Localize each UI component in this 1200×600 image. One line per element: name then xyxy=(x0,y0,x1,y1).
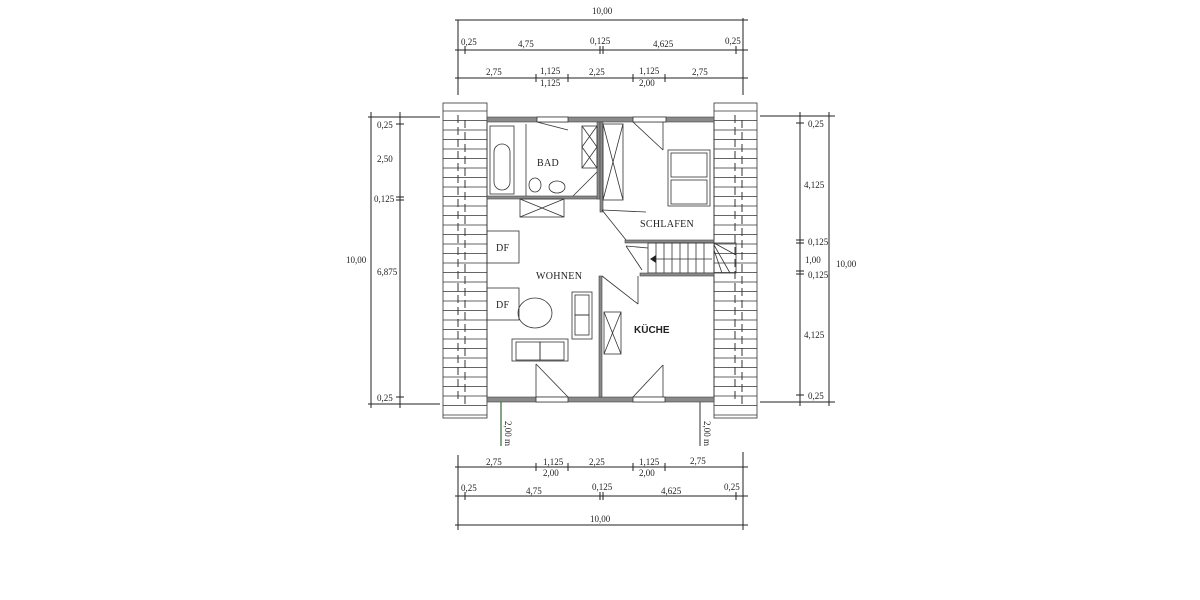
top-dim-3: 0,125 xyxy=(590,36,611,46)
window-top-2 xyxy=(632,116,667,123)
left-dim-4: 6,875 xyxy=(377,267,398,277)
room-label-wohnen: WOHNEN xyxy=(536,271,582,282)
top-dim-4: 4,625 xyxy=(653,39,674,49)
bottom-dim-4: 4,625 xyxy=(661,486,682,496)
sink-icon xyxy=(548,180,566,194)
room-kueche: KÜCHE xyxy=(601,275,670,398)
right-dim-3: 0,125 xyxy=(808,237,829,247)
wardrobe-icon xyxy=(602,123,624,201)
top-total-dim: 10,00 xyxy=(592,6,613,16)
left-dim-5: 0,25 xyxy=(377,393,393,403)
bottom-dimension-chain: 2,75 1,125 2,00 2,25 1,125 2,00 2,75 0,2… xyxy=(455,452,748,530)
armchair-icon xyxy=(571,291,593,340)
window-top-1 xyxy=(536,116,569,123)
bottom-dim-5: 0,25 xyxy=(724,482,740,492)
left-dimension-chain: 0,25 2,50 0,125 6,875 0,25 10,00 xyxy=(346,112,440,408)
right-dim-4: 1,00 xyxy=(805,255,821,265)
top-dim-5: 0,25 xyxy=(725,36,741,46)
roof-left xyxy=(442,102,488,419)
room-bad: BAD xyxy=(486,121,601,218)
bottom-dim-g: 2,75 xyxy=(690,456,706,466)
window-bottom-2 xyxy=(632,396,666,403)
room-wohnen: DF DF WOHNEN xyxy=(486,230,622,398)
bottom-dim-1: 0,25 xyxy=(461,483,477,493)
bottom-dim-a: 2,75 xyxy=(486,457,502,467)
bottom-dim-b: 1,125 xyxy=(543,457,564,467)
staircase xyxy=(625,242,737,277)
skylight-1 xyxy=(486,230,520,264)
window-bottom-1 xyxy=(535,396,569,403)
stair-arrow-icon xyxy=(650,255,656,263)
left-dim-1: 0,25 xyxy=(377,120,393,130)
sofa-icon xyxy=(511,338,569,362)
roof-right xyxy=(713,102,758,419)
exterior-walls xyxy=(486,116,715,403)
room-label-bad: BAD xyxy=(537,158,559,169)
bottom-total-dim: 10,00 xyxy=(590,514,611,524)
top-dim-2: 4,75 xyxy=(518,39,534,49)
top-dim-b: 1,125 xyxy=(540,66,561,76)
bottom-dim-e: 1,125 xyxy=(639,457,660,467)
right-dim-7: 0,25 xyxy=(808,391,824,401)
skylight-2 xyxy=(486,287,520,321)
bottom-dim-2: 4,75 xyxy=(526,486,542,496)
bottom-dim-c: 2,00 xyxy=(543,468,559,478)
double-bed-icon xyxy=(667,149,711,207)
top-dim-e: 1,125 xyxy=(639,66,660,76)
bottom-dim-f: 2,00 xyxy=(639,468,655,478)
right-dimension-chain: 0,25 4,125 0,125 1,00 0,125 4,125 0,25 1… xyxy=(760,112,857,406)
room-label-schlafen: SCHLAFEN xyxy=(640,219,694,230)
bottom-dim-d: 2,25 xyxy=(589,457,605,467)
left-dim-3: 0,125 xyxy=(374,194,395,204)
skylight-label-2: DF xyxy=(496,300,510,311)
height-marks: 2,00 m 2,00 m xyxy=(500,402,712,446)
right-total-dim: 10,00 xyxy=(836,259,857,269)
top-dim-f: 2,00 xyxy=(639,78,655,88)
right-dim-5: 0,125 xyxy=(808,270,829,280)
room-schlafen: SCHLAFEN xyxy=(599,121,715,244)
height-mark-left: 2,00 m xyxy=(503,421,513,446)
right-dim-1: 0,25 xyxy=(808,119,824,129)
top-dim-a: 2,75 xyxy=(486,67,502,77)
top-dim-d: 2,25 xyxy=(589,67,605,77)
right-dim-6: 4,125 xyxy=(804,330,825,340)
room-label-kueche: KÜCHE xyxy=(634,323,670,336)
top-dim-c: 1,125 xyxy=(540,78,561,88)
left-total-dim: 10,00 xyxy=(346,255,367,265)
top-dim-1: 0,25 xyxy=(461,37,477,47)
chimney-icon xyxy=(519,198,565,218)
skylight-label-1: DF xyxy=(496,243,510,254)
height-mark-right: 2,00 m xyxy=(702,421,712,446)
shaft-icon xyxy=(581,125,598,169)
top-dimension-chain: 10,00 0,25 4,75 0,125 4,625 0,25 2,75 1,… xyxy=(455,6,748,95)
bathtub-icon xyxy=(493,143,511,191)
toilet-icon xyxy=(528,177,542,193)
bottom-dim-3: 0,125 xyxy=(592,482,613,492)
right-dim-2: 4,125 xyxy=(804,180,825,190)
top-dim-g: 2,75 xyxy=(692,67,708,77)
table-icon xyxy=(517,297,553,329)
left-dim-2: 2,50 xyxy=(377,154,393,164)
chimney-icon-2 xyxy=(603,311,622,355)
